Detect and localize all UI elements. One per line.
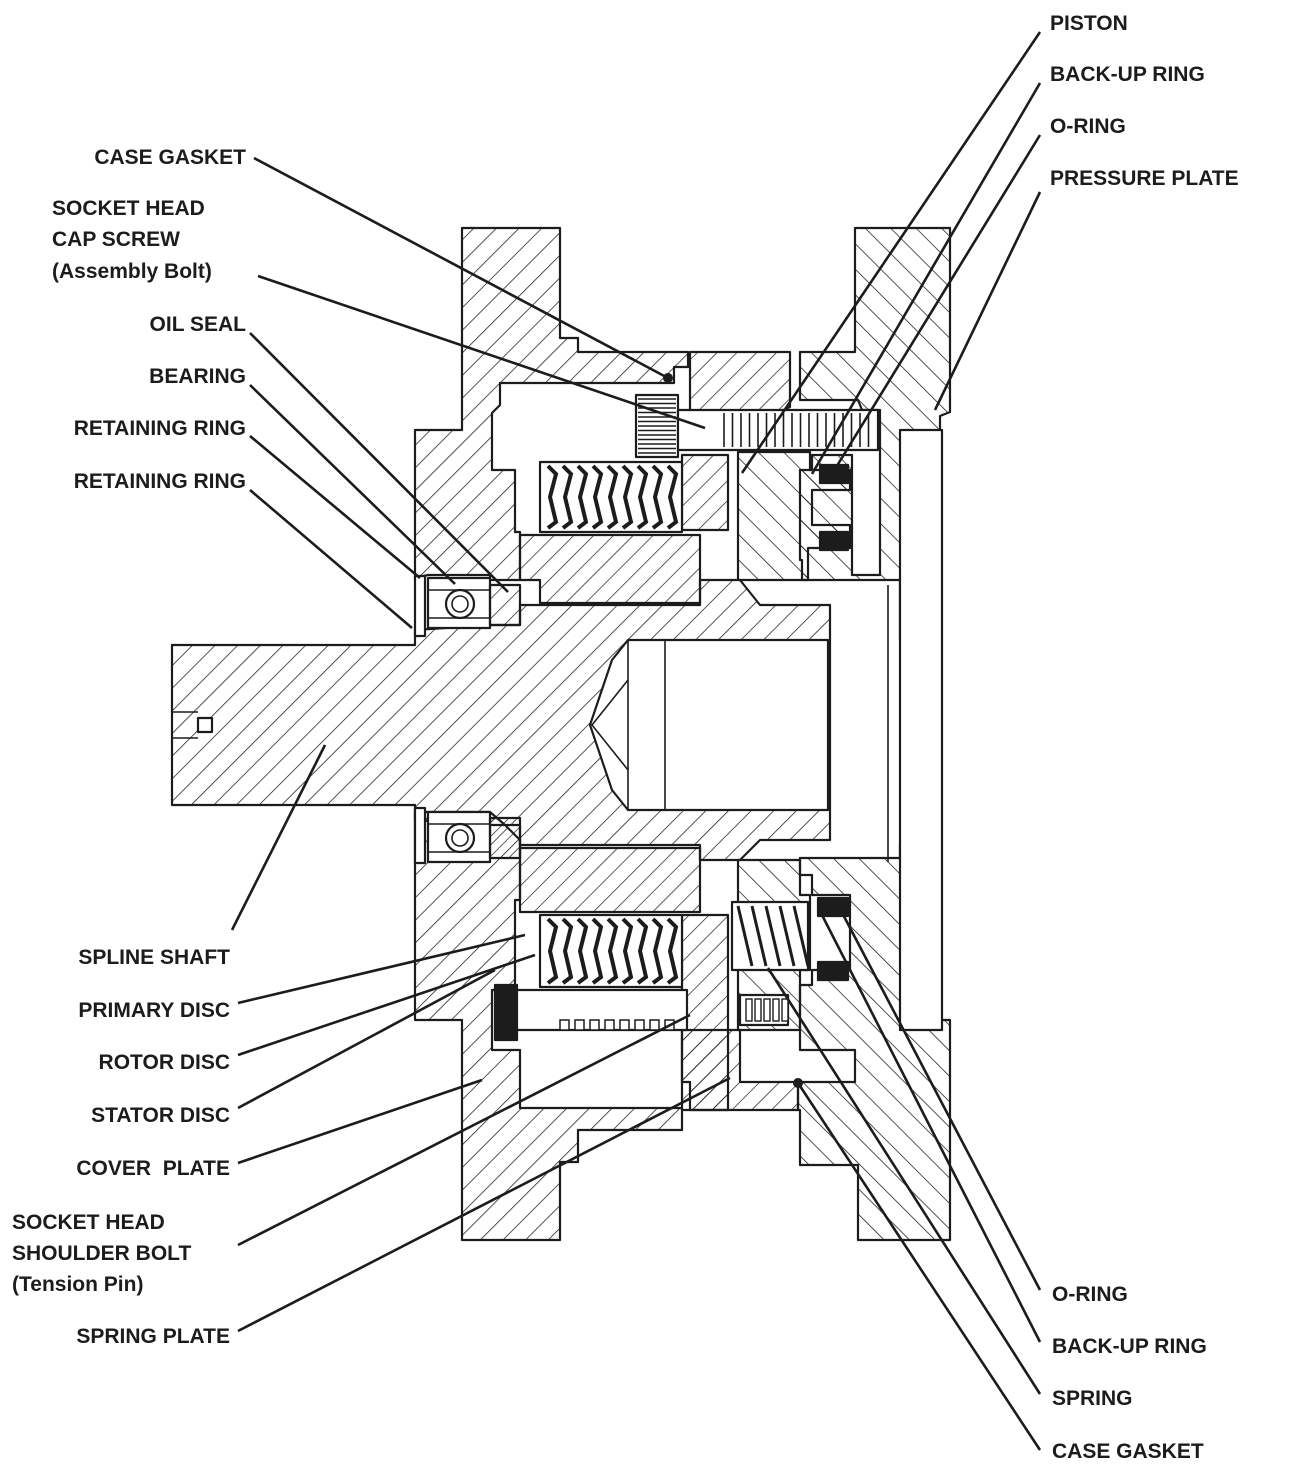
labels-right: PISTON BACK-UP RING O-RING PRESSURE PLAT… xyxy=(1050,12,1239,1463)
spring-plate-mid-upper xyxy=(680,453,730,532)
label-bearing: BEARING xyxy=(149,365,246,388)
bearing-upper xyxy=(426,576,492,630)
retaining-ring-lower xyxy=(413,806,427,865)
o-ring-lower-2 xyxy=(816,960,850,982)
disc xyxy=(546,464,559,530)
label-case-gasket-left: CASE GASKET xyxy=(94,146,246,169)
shaft-bore xyxy=(588,638,830,812)
o-ring-upper-1 xyxy=(818,463,850,485)
label-retaining-ring-2: RETAINING RING xyxy=(74,470,246,493)
label-retaining-ring-1: RETAINING RING xyxy=(74,417,246,440)
spring-stack xyxy=(730,900,810,972)
label-stator-disc: STATOR DISC xyxy=(91,1104,230,1127)
disc xyxy=(606,917,619,985)
label-socket-head-upper: SOCKET HEAD xyxy=(52,197,205,220)
disc xyxy=(576,464,589,530)
hub-lower xyxy=(518,846,702,914)
label-spring-plate: SPRING PLATE xyxy=(76,1325,230,1348)
label-o-ring-lower: O-RING xyxy=(1052,1283,1128,1306)
label-cap-screw: CAP SCREW xyxy=(52,228,180,251)
label-primary-disc: PRIMARY DISC xyxy=(78,999,230,1022)
label-cover-plate: COVER PLATE xyxy=(76,1157,230,1180)
label-o-ring-upper: O-RING xyxy=(1050,115,1126,138)
disc xyxy=(591,464,604,530)
oil-seal-upper xyxy=(488,583,522,627)
oil-seal-lower xyxy=(488,816,522,860)
label-tension-pin: (Tension Pin) xyxy=(12,1273,143,1296)
disc xyxy=(636,917,649,985)
label-case-gasket-right: CASE GASKET xyxy=(1052,1440,1204,1463)
disc xyxy=(591,917,604,985)
disc xyxy=(651,917,664,985)
label-assembly-bolt: (Assembly Bolt) xyxy=(52,260,212,283)
label-spline-shaft: SPLINE SHAFT xyxy=(78,946,230,969)
label-socket-head-lower: SOCKET HEAD xyxy=(12,1211,165,1234)
disc xyxy=(561,917,574,985)
shaft-key-slot xyxy=(196,716,214,734)
label-pressure-plate: PRESSURE PLATE xyxy=(1050,167,1239,190)
retaining-ring-upper xyxy=(413,574,427,638)
label-back-up-ring-lower: BACK-UP RING xyxy=(1052,1335,1207,1358)
hub-upper xyxy=(518,533,702,605)
disc xyxy=(621,464,634,530)
label-oil-seal: OIL SEAL xyxy=(150,313,247,336)
pressure-plate-bore xyxy=(898,428,944,1032)
disc xyxy=(666,464,679,530)
disc xyxy=(621,917,634,985)
disc xyxy=(606,464,619,530)
disc-pack-lower xyxy=(538,913,684,989)
disc xyxy=(666,917,679,985)
disc-pack-upper xyxy=(538,460,684,534)
disc xyxy=(561,464,574,530)
o-ring-upper-2 xyxy=(818,530,850,552)
disc xyxy=(651,464,664,530)
label-back-up-ring-upper: BACK-UP RING xyxy=(1050,63,1205,86)
label-piston: PISTON xyxy=(1050,12,1128,35)
spring-plate-lower-2 xyxy=(680,1028,800,1112)
labels-left: CASE GASKET SOCKET HEAD CAP SCREW (Assem… xyxy=(12,146,246,1348)
label-rotor-disc: ROTOR DISC xyxy=(99,1051,230,1074)
disc xyxy=(636,464,649,530)
label-shoulder-bolt: SHOULDER BOLT xyxy=(12,1242,191,1265)
disc xyxy=(576,917,589,985)
disc xyxy=(546,917,559,985)
bearing-lower xyxy=(426,810,492,864)
label-spring: SPRING xyxy=(1052,1387,1133,1410)
leader-lines xyxy=(230,31,1042,1451)
